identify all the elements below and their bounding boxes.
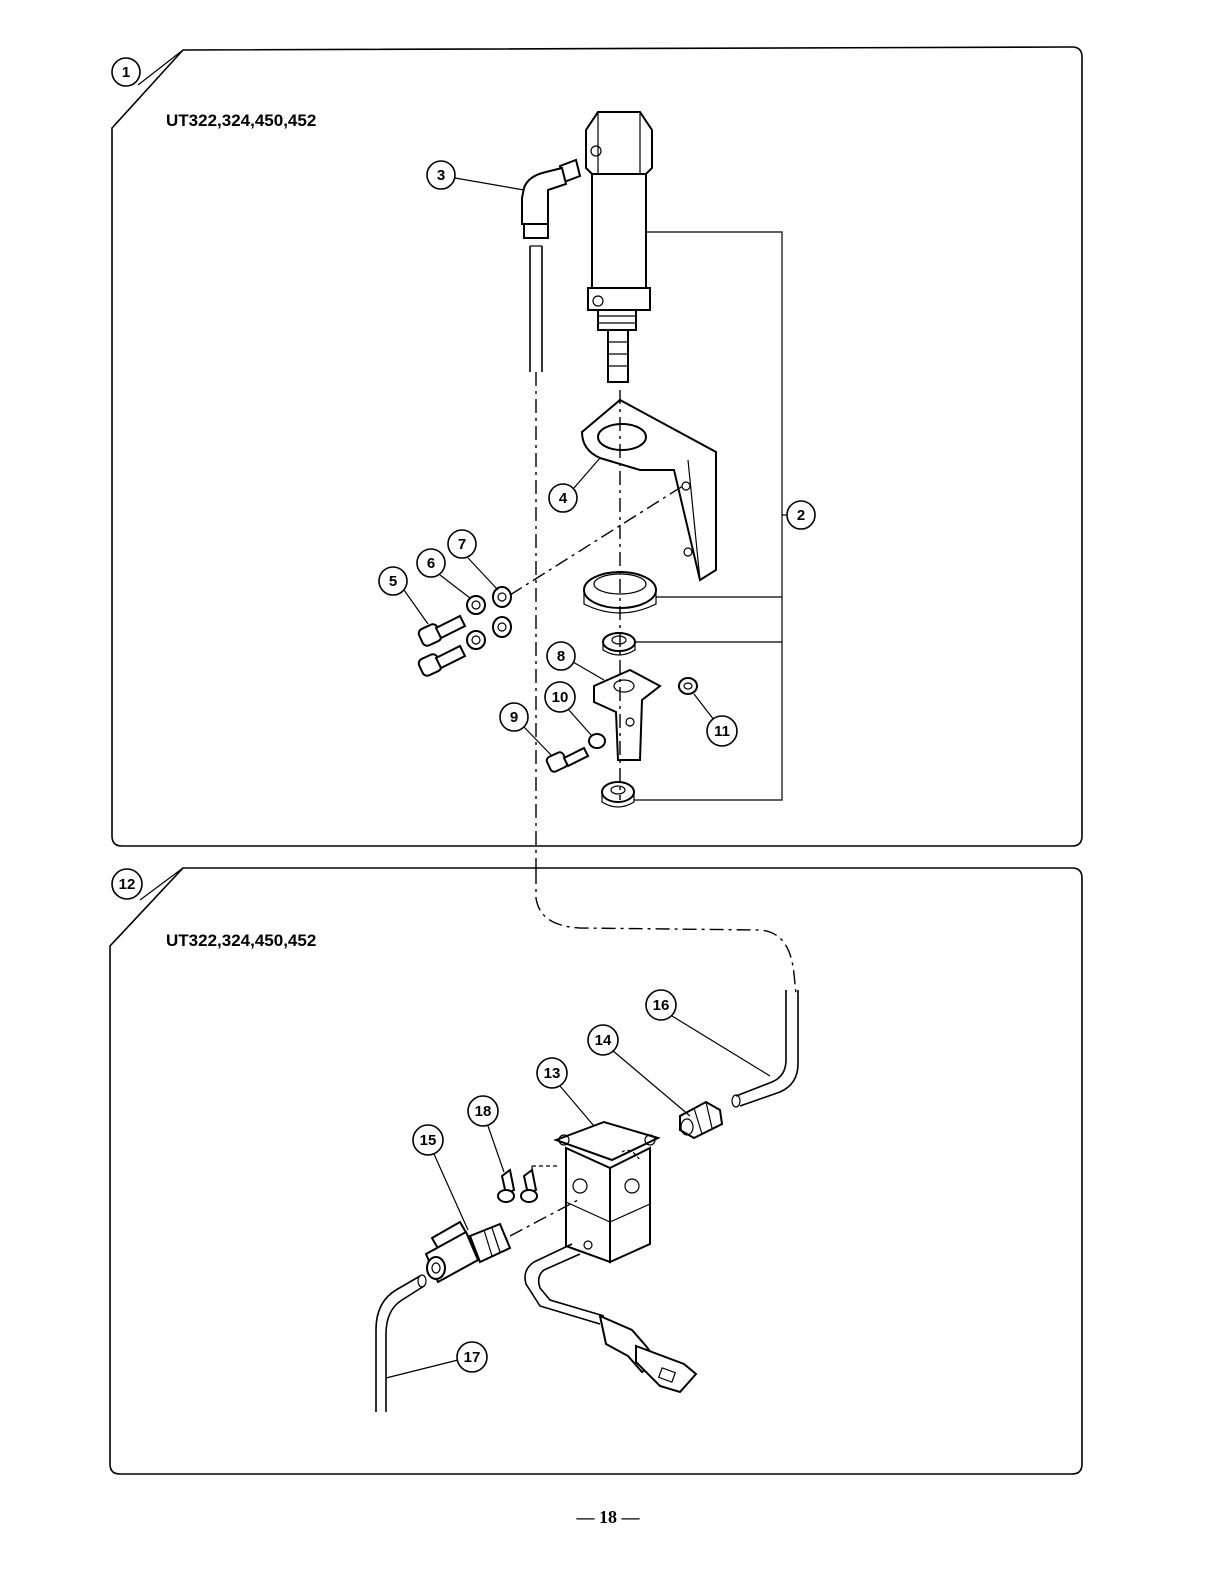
washers-6	[467, 596, 485, 649]
valve-cable	[525, 1244, 696, 1392]
callout-11: 11	[714, 723, 730, 740]
svg-text:12: 12	[119, 876, 136, 893]
callout-6: 6	[427, 555, 435, 572]
nut-11	[679, 678, 697, 694]
hex-nut	[603, 633, 635, 655]
washers-7	[493, 587, 511, 637]
callout-15: 15	[420, 1132, 437, 1149]
callout-10: 10	[552, 689, 569, 706]
callout-4: 4	[559, 490, 568, 507]
svg-text:1: 1	[122, 64, 130, 81]
callout-7: 7	[458, 536, 466, 553]
tube-route	[536, 870, 796, 994]
fitting-15	[426, 1200, 578, 1282]
model-label: UT322,324,450,452	[166, 931, 316, 950]
mounting-bracket	[582, 400, 716, 580]
callout-5: 5	[389, 573, 397, 590]
callout-14: 14	[595, 1032, 612, 1049]
elbow-fitting	[522, 160, 580, 238]
fitting-14	[680, 1102, 722, 1138]
small-bracket	[594, 670, 660, 760]
panel-number-callout: 1	[112, 58, 140, 86]
callout-17: 17	[464, 1349, 481, 1366]
callout-9: 9	[510, 709, 518, 726]
tube-16	[732, 990, 798, 1107]
callout-16: 16	[653, 997, 670, 1014]
screw-9	[545, 734, 605, 773]
panel-number-callout: 12	[112, 869, 142, 899]
screws-18	[498, 1166, 560, 1202]
air-tube	[530, 246, 542, 372]
callout-2: 2	[797, 507, 805, 524]
page-number: — 18 —	[0, 1507, 1216, 1528]
hex-nut-bottom	[602, 782, 634, 807]
tube-17	[376, 1275, 426, 1412]
air-cylinder	[586, 112, 652, 382]
solenoid-valve	[556, 1122, 658, 1262]
callout-13: 13	[544, 1065, 561, 1082]
callout-3: 3	[437, 167, 445, 184]
callout-8: 8	[557, 648, 565, 665]
screws-5	[417, 616, 465, 677]
callout-18: 18	[475, 1103, 492, 1120]
model-label: UT322,324,450,452	[166, 111, 316, 130]
